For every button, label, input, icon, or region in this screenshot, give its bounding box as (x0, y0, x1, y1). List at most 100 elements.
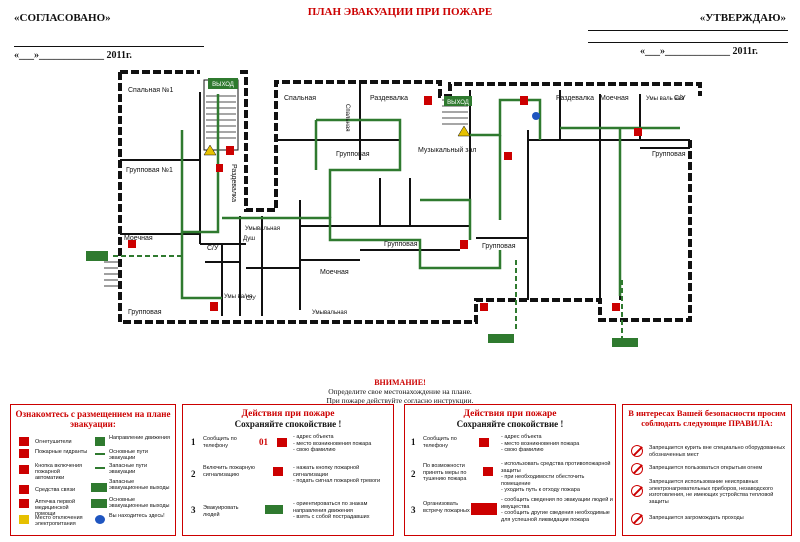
legend-item: Направление движения (109, 435, 170, 441)
notice-line-1: Определите свое местонахождение на плане… (328, 387, 472, 396)
approved-right-label: «УТВЕРЖДАЮ» (699, 12, 786, 24)
step-label: Сообщить по телефону (423, 436, 457, 449)
phone-legend-icon (19, 485, 29, 494)
actions-subtitle: Сохраняйте спокойствие ! (456, 419, 564, 429)
step-text: - ориентироваться по знакам направления … (293, 501, 370, 520)
step-number: 1 (191, 437, 196, 447)
room-label: С/У (246, 296, 256, 302)
legend-item: Пожарные гидранты (35, 449, 88, 455)
step-text: - адрес объекта - место возникновения по… (501, 434, 580, 453)
reserve-path-legend-icon (95, 467, 105, 471)
room-label: Спальная №1 (128, 87, 173, 94)
legend-item: Огнетушители (35, 439, 72, 445)
date-right: «___»_____________ 2011г. (640, 46, 758, 57)
direction-legend-icon (95, 437, 105, 446)
stairs-outside (104, 261, 118, 287)
legend-item: Место отключения электропитания (35, 515, 83, 527)
room-label: С/У (207, 245, 219, 252)
legend-item: Вы находитесь здесь! (109, 513, 165, 519)
room-label: Спальная (284, 95, 316, 102)
main-path-legend-icon (95, 453, 105, 455)
actions-panel-2: Действия при пожаре Сохраняйте спокойств… (404, 404, 616, 536)
electric-warning-icon (457, 125, 471, 137)
step-label: По возможности принять меры по тушению п… (423, 463, 467, 482)
main-exit-legend-icon (91, 499, 107, 508)
room-label: Раздевалка (370, 95, 408, 102)
step-number: 3 (191, 505, 196, 515)
actions-title: Действия при пожаре (241, 409, 335, 419)
fire-alarm-button-icon (128, 240, 136, 248)
signature-line-left (14, 46, 204, 47)
legend-item: Основные пути эвакуации (109, 449, 148, 461)
phone-icon (479, 438, 489, 447)
alarm-button-legend-icon (19, 465, 29, 474)
legend-item: Средства связи (35, 487, 76, 493)
hydrant-legend-icon (19, 449, 29, 458)
main-evacuation-path (180, 94, 680, 300)
no-obstruction-icon (631, 513, 643, 525)
no-smoking-icon (631, 445, 643, 457)
signature-line-right-1 (588, 30, 788, 31)
approved-left-label: «СОГЛАСОВАНО» (14, 12, 111, 24)
room-label: Моечная (600, 95, 629, 102)
fire-alarm-button-icon (480, 303, 488, 311)
reserve-exit-legend-icon (91, 483, 107, 492)
room-label: Умывальная (312, 310, 347, 316)
step-text: - нажать кнопку пожарной сигнализации - … (293, 465, 381, 484)
step-number: 2 (191, 469, 196, 479)
step-label: Организовать встречу пожарных (423, 501, 470, 514)
room-label: Спальная (344, 104, 350, 131)
step-number: 3 (411, 505, 416, 515)
legend-item: Основные эвакуационные выходы (109, 497, 170, 509)
room-label: С/У (674, 95, 686, 102)
room-label: Музыкальный зал (418, 146, 476, 154)
room-label: Групповая (336, 151, 370, 158)
hydrant-icon (216, 164, 223, 172)
room-label: Групповая №1 (126, 167, 173, 174)
rule-item: Запрещается курить вне специально оборуд… (649, 445, 785, 458)
legend-title: Ознакомтесь с размещением на плане эваку… (15, 409, 171, 429)
fire-alarm-button-icon (612, 303, 620, 311)
rules-title: В интересах Вашей безопасности просим со… (628, 408, 786, 428)
phone-icon (277, 438, 287, 447)
stairs-left (206, 95, 236, 139)
step-number: 1 (411, 437, 416, 447)
room-label: Групповая (482, 243, 516, 250)
outer-walls (118, 70, 702, 324)
first-aid-legend-icon (19, 499, 29, 508)
page-title: ПЛАН ЭВАКУАЦИИ ПРИ ПОЖАРЕ (307, 6, 493, 18)
exit-sign-label: ВЫХОД (212, 82, 234, 88)
room-label: Умывальная (245, 226, 280, 232)
evacuation-arrow-icon (265, 505, 283, 514)
step-text: - сообщить сведения по эвакуации людей и… (501, 497, 613, 523)
reserve-evacuation-path (110, 255, 623, 338)
legend-item: Запасные пути эвакуации (109, 463, 148, 475)
step-label: Эвакуировать людей (203, 505, 239, 518)
attention-notice: ВНИМАНИЕ! Определите свое местонахождени… (0, 378, 800, 405)
legend-panel: Ознакомтесь с размещением на плане эваку… (10, 404, 176, 536)
room-label: Раздевалка (230, 164, 237, 202)
legend-item: Запасные эвакуационные выходы (109, 479, 170, 491)
power-off-legend-icon (19, 515, 29, 524)
you-are-here-icon (532, 112, 540, 120)
electric-warning-icon (203, 144, 217, 156)
signature-line-right-2 (588, 42, 788, 43)
step-text: - использовать средства противопожарной … (501, 461, 611, 493)
room-label: Умы валь ная (646, 96, 684, 102)
fire-extinguisher-icon (226, 146, 234, 155)
actions-panel-1: Действия при пожаре Сохраняйте спокойств… (182, 404, 394, 536)
room-labels: Спальная №1 Групповая №1 Раздевалка Моеч… (124, 87, 686, 316)
attention-title: ВНИМАНИЕ! (374, 378, 426, 387)
extinguisher-icon (483, 467, 493, 476)
extinguisher-legend-icon (19, 437, 29, 446)
step-label: Сообщить по телефону (203, 436, 237, 449)
actions-subtitle: Сохраняйте спокойствие ! (234, 419, 342, 429)
alarm-button-icon (273, 467, 283, 476)
room-label: Групповая (128, 309, 162, 316)
phone-number: 01 (259, 437, 268, 447)
no-open-fire-icon (631, 463, 643, 475)
fire-equipment-markers (128, 96, 642, 311)
room-label: Умы ва/ня (224, 294, 252, 300)
you-are-here-legend-icon (95, 515, 105, 524)
